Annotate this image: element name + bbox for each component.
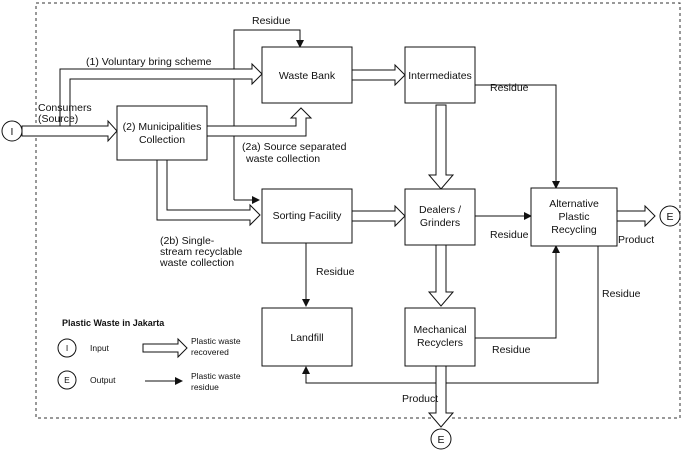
residue-label-top: Residue xyxy=(252,15,291,27)
voluntary-label: (1) Voluntary bring scheme xyxy=(86,56,212,68)
residue-label-sorting: Residue xyxy=(316,266,355,278)
alternative-recycling-box xyxy=(530,187,618,247)
recovered-arrow-bank-intermediates xyxy=(351,63,406,87)
residue-arrow-to-waste-bank xyxy=(233,29,304,200)
residue-label-mechanical: Residue xyxy=(492,344,531,356)
legend-input-label: Input xyxy=(90,343,110,353)
legend-input-circle xyxy=(57,338,77,358)
product-label-right: Product xyxy=(618,234,654,246)
legend-output-label: Output xyxy=(90,375,116,385)
legend-input-symbol: I xyxy=(66,343,68,353)
legend-output-circle xyxy=(57,370,77,390)
residue-arrow-mechanical xyxy=(475,245,560,339)
intermediates-box xyxy=(404,46,476,104)
waste-bank-box xyxy=(261,46,353,104)
recovered-arrow-dealers-mechanical xyxy=(427,244,455,307)
recovered-arrow-sorting-dealers xyxy=(351,204,406,228)
legend-recovered-arrow xyxy=(142,337,188,359)
dealers-grinders-box xyxy=(404,188,476,246)
output-circle-right xyxy=(659,205,681,227)
landfill-box xyxy=(261,307,353,367)
mechanical-recyclers-box xyxy=(404,307,476,367)
municipalities-box xyxy=(116,105,208,161)
input-circle xyxy=(1,120,23,142)
product-label-bottom: Product xyxy=(402,393,438,405)
recovered-arrow-product-right xyxy=(616,204,656,228)
diagram-border xyxy=(35,2,681,419)
recovered-arrow-intermediates-dealers xyxy=(427,104,455,190)
recovered-arrow-input xyxy=(21,119,118,143)
residue-label-intermediates: Residue xyxy=(490,82,529,94)
recovered-arrow-product-bottom xyxy=(427,365,455,428)
legend: Plastic Waste in Jakarta I Input Plastic… xyxy=(57,318,241,392)
residue-label-dealers: Residue xyxy=(490,229,529,241)
recovered-arrow-single-stream xyxy=(156,159,261,227)
output-circle-bottom-label: E xyxy=(437,434,444,446)
input-circle-label: I xyxy=(11,126,14,138)
consumers-label: Consumers(Source) xyxy=(38,102,92,125)
intermediates-label: Intermediates xyxy=(408,70,472,82)
output-circle-bottom xyxy=(430,428,452,450)
sorting-facility-label: Sorting Facility xyxy=(273,210,343,222)
residue-arrow-alt-landfill xyxy=(302,246,599,384)
legend-output-symbol: E xyxy=(64,375,70,385)
recovered-arrow-voluntary xyxy=(59,62,263,127)
residue-arrow-intermediates xyxy=(475,84,560,189)
dealers-grinders-label: Dealers /Grinders xyxy=(419,204,461,229)
output-circle-right-label: E xyxy=(666,211,673,223)
legend-title: Plastic Waste in Jakarta xyxy=(62,318,165,328)
waste-bank-label: Waste Bank xyxy=(279,70,336,82)
recovered-arrow-source-separated xyxy=(206,107,313,137)
residue-label-alternative: Residue xyxy=(602,288,641,300)
sorting-facility-box xyxy=(261,188,353,244)
landfill-label: Landfill xyxy=(290,332,323,344)
